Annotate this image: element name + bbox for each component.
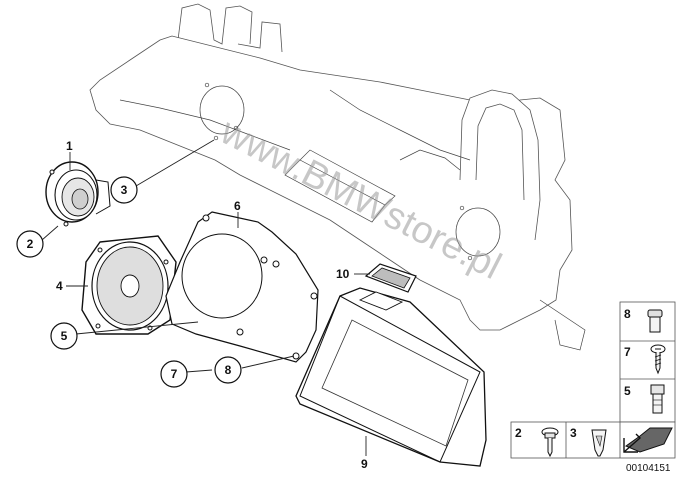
arrow-icon xyxy=(623,427,673,453)
speaker-mounting-plate xyxy=(165,211,319,363)
callout-label: 7 xyxy=(171,367,178,381)
legend-item-arrow xyxy=(623,427,673,453)
callout-3: 3 xyxy=(110,176,138,204)
clip-nut-icon xyxy=(591,429,607,457)
callout-5: 5 xyxy=(50,322,78,350)
callout-label: 8 xyxy=(225,363,232,377)
legend-label: 3 xyxy=(570,426,577,440)
tweeter-speaker xyxy=(45,161,111,227)
part-code: 00104151 xyxy=(626,463,671,474)
woofer-speaker xyxy=(81,235,177,335)
callout-8: 8 xyxy=(214,356,242,384)
legend-item-8: 8 xyxy=(624,307,663,333)
cap-nut-icon xyxy=(647,309,663,333)
legend-item-2: 2 xyxy=(515,426,559,458)
callout-label: 1 xyxy=(66,139,73,153)
rear-shelf-panel xyxy=(89,3,586,351)
leader-lines xyxy=(41,139,370,456)
callout-label: 9 xyxy=(361,457,368,471)
legend-item-7: 7 xyxy=(624,344,666,375)
legend-label: 7 xyxy=(624,345,631,359)
legend-item-3: 3 xyxy=(570,426,607,457)
callout-7: 7 xyxy=(160,360,188,388)
legend-bottom-row: 2 3 xyxy=(510,421,676,459)
callout-6: 6 xyxy=(234,199,241,213)
callout-10: 10 xyxy=(336,267,350,281)
legend-side-column: 8 7 5 xyxy=(619,301,676,423)
legend-label: 5 xyxy=(624,384,631,398)
callout-label: 10 xyxy=(336,267,350,281)
seal-gasket xyxy=(364,263,417,293)
callout-label: 3 xyxy=(121,183,128,197)
callout-label: 6 xyxy=(234,199,241,213)
hex-bolt-icon xyxy=(650,384,665,414)
screw-icon xyxy=(650,344,666,375)
callout-9: 9 xyxy=(361,457,368,471)
callout-2: 2 xyxy=(16,230,44,258)
callout-1: 1 xyxy=(66,139,73,153)
callout-label: 5 xyxy=(61,329,68,343)
legend-item-5: 5 xyxy=(624,384,665,414)
callout-label: 2 xyxy=(27,237,34,251)
legend-label: 2 xyxy=(515,426,522,440)
screw-icon xyxy=(541,427,559,458)
callout-4: 4 xyxy=(56,279,63,293)
speaker-enclosure xyxy=(295,287,487,467)
legend-label: 8 xyxy=(624,307,631,321)
callout-label: 4 xyxy=(56,279,63,293)
